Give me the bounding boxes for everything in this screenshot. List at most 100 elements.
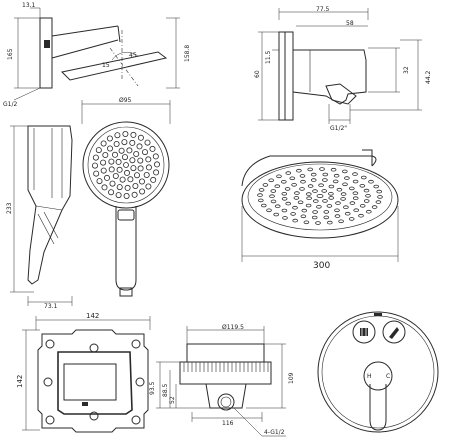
spray-nozzle <box>139 188 146 195</box>
overhead-nozzle <box>316 193 324 198</box>
overhead-nozzle <box>273 212 280 217</box>
dim-box-width: 142 <box>86 312 99 320</box>
overhead-nozzle <box>322 199 328 203</box>
spray-nozzle <box>109 180 116 187</box>
overhead-nozzle <box>270 199 277 204</box>
holder-cup <box>325 83 357 105</box>
overhead-nozzle <box>270 189 277 193</box>
overhead-connector <box>362 149 373 166</box>
spray-nozzle <box>100 159 107 166</box>
overhead-nozzle <box>376 189 383 194</box>
overhead-nozzle <box>363 199 370 203</box>
overhead-nozzle <box>290 212 296 216</box>
dim-hand-length: 233 <box>6 202 13 214</box>
overhead-nozzle <box>333 173 340 178</box>
overhead-nozzle <box>319 167 325 171</box>
box-cavity <box>63 363 117 401</box>
overhead-nozzle <box>358 213 364 218</box>
spray-nozzle <box>102 151 109 158</box>
overhead-nozzle <box>274 204 281 209</box>
overhead-plate-outer <box>241 161 399 239</box>
body-line <box>35 205 63 211</box>
spray-nozzle <box>122 154 129 161</box>
dim-valve-diameter: Ø119.5 <box>222 324 244 331</box>
dim-holder-outlet-height: 44.2 <box>425 70 432 84</box>
mixer-plate-outer <box>317 311 439 433</box>
valve-outlet <box>217 393 235 411</box>
overhead-nozzle <box>349 201 356 205</box>
spray-nozzle <box>96 178 103 185</box>
overhead-nozzles <box>257 167 383 225</box>
leader-line <box>233 407 263 437</box>
overhead-nozzle <box>305 203 312 208</box>
dim-holder-height: 60 <box>254 70 261 78</box>
overhead-nozzle <box>352 179 359 184</box>
overhead-nozzle <box>368 179 374 184</box>
spray-nozzle <box>123 192 130 199</box>
overhead-nozzle <box>299 174 306 178</box>
overhead-nozzle <box>285 201 292 206</box>
box-screw-tr <box>131 339 141 349</box>
overhead-nozzle <box>258 188 265 192</box>
mixer-top-mark <box>374 313 382 316</box>
overhead-nozzle <box>338 219 344 224</box>
mixer-face-view: H C <box>317 311 439 433</box>
overhead-nozzle <box>326 204 333 208</box>
dim-overhead-diameter: 300 <box>313 261 330 271</box>
dim-holder-inner-width: 58 <box>346 20 354 27</box>
overhead-nozzle <box>359 184 366 188</box>
spray-nozzle <box>95 147 102 154</box>
diverter-left <box>352 320 376 344</box>
overhead-nozzle <box>281 197 288 201</box>
overhead-nozzle <box>328 196 335 200</box>
overhead-nozzle <box>300 214 307 219</box>
overhead-nozzle <box>335 201 341 205</box>
wall-holder-view: 77.5 58 60 11.5 32 44.2 G1/2" <box>254 6 432 132</box>
spray-nozzle <box>124 169 131 176</box>
spray-nozzle <box>122 130 129 137</box>
dim-valve-height-b: 88.5 <box>162 383 169 397</box>
hand-handle <box>115 206 137 291</box>
spray-nozzle <box>107 145 114 152</box>
spray-nozzle <box>152 153 159 160</box>
leader-line <box>13 87 41 101</box>
overhead-nozzle <box>336 187 343 192</box>
spray-nozzle <box>104 174 111 181</box>
overhead-nozzle <box>348 186 355 191</box>
overhead-nozzle <box>321 189 328 193</box>
box-port-left <box>43 377 53 387</box>
handle-connector <box>119 287 133 297</box>
handle-line <box>43 211 59 239</box>
overhead-nozzle <box>292 205 298 210</box>
spray-nozzle <box>116 166 123 173</box>
overhead-nozzle <box>316 205 322 209</box>
overhead-nozzle <box>307 184 314 188</box>
overhead-nozzle <box>307 167 314 172</box>
spray-nozzle <box>124 184 131 191</box>
dim-valve-base-width: 116 <box>222 420 234 427</box>
mount-block <box>44 40 50 48</box>
spray-nozzle <box>143 171 150 178</box>
overhead-nozzle <box>291 183 297 187</box>
spray-nozzle <box>123 162 129 168</box>
spray-nozzle <box>115 192 122 199</box>
overhead-nozzle <box>326 220 333 225</box>
overhead-nozzle <box>334 208 340 213</box>
overhead-nozzle <box>301 208 308 213</box>
spray-nozzle <box>141 149 148 156</box>
spray-nozzle <box>150 176 157 183</box>
angle-arc <box>111 51 139 61</box>
spray-nozzle <box>100 167 107 174</box>
dim-hand-depth: 73.1 <box>44 303 58 310</box>
box-outline <box>37 329 149 433</box>
spray-nozzle <box>108 189 115 196</box>
overhead-nozzle <box>262 183 269 187</box>
valve-body <box>179 361 272 385</box>
dim-holder-total-width: 77.5 <box>316 6 330 13</box>
overhead-nozzle <box>328 192 334 196</box>
spray-nozzle <box>137 134 144 141</box>
spray-nozzle <box>114 132 121 139</box>
overhead-nozzle <box>303 220 310 225</box>
centre-line <box>109 47 139 87</box>
overhead-nozzle <box>332 179 339 184</box>
